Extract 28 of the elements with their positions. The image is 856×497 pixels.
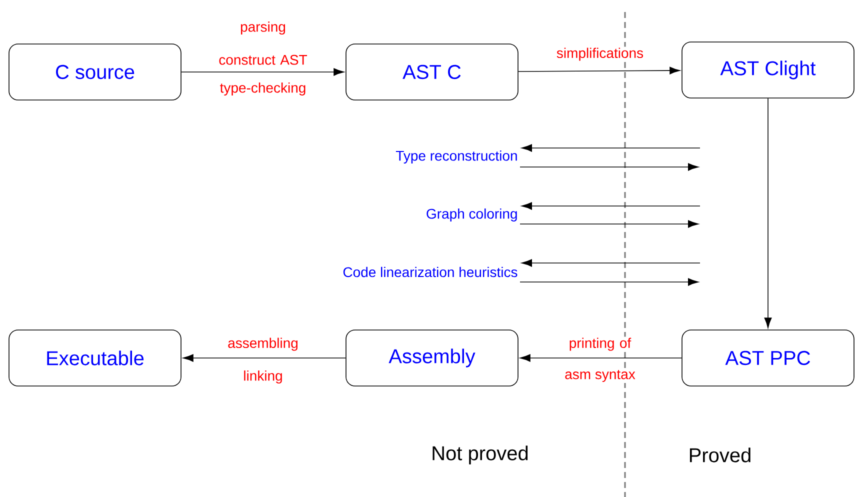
arrow xyxy=(520,354,682,362)
label-text: Proved xyxy=(690,448,750,462)
stage-box: Executable xyxy=(8,330,182,386)
arrow xyxy=(521,259,700,267)
arrow xyxy=(181,68,344,76)
arrow xyxy=(520,220,699,228)
label-text: linking xyxy=(244,370,282,384)
arrow xyxy=(520,278,699,286)
arrow xyxy=(182,354,346,362)
label-text: type-checking xyxy=(220,82,306,96)
stage-box: Assembly xyxy=(346,330,518,386)
arrow xyxy=(521,144,700,152)
edge-label: assembling xyxy=(228,338,298,351)
stage-box: C source xyxy=(8,44,182,100)
arrow xyxy=(518,66,680,74)
arrow xyxy=(764,98,772,328)
step-text: Code linearization heuristics xyxy=(343,266,518,278)
step-text: Type reconstruction xyxy=(396,150,517,164)
label-text: asm syntax xyxy=(565,370,636,382)
arrow xyxy=(520,163,699,171)
edge-label: printing of xyxy=(570,338,632,351)
step-text: Graph coloring xyxy=(426,208,517,222)
edge-label: simplifications xyxy=(556,48,644,61)
stage-box: AST C xyxy=(346,44,518,100)
arrow xyxy=(521,202,700,210)
stage-box: AST PPC xyxy=(682,330,854,386)
stage-box: AST Clight xyxy=(682,42,854,98)
label-text: Not proved xyxy=(432,446,528,464)
